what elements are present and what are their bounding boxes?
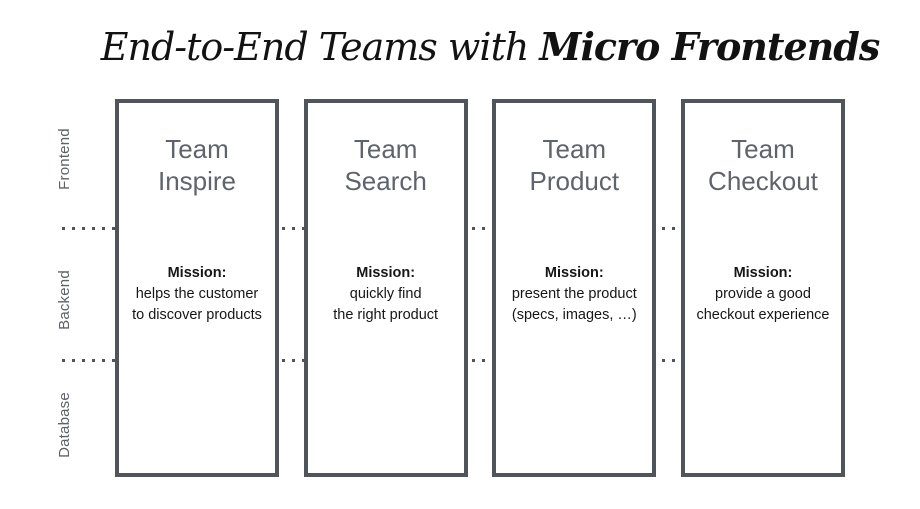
mission-label: Mission: bbox=[167, 265, 227, 281]
team-name: Team Inspire bbox=[157, 134, 237, 196]
team-name: Team Search bbox=[344, 134, 427, 196]
diagram-title-regular: End-to-End Teams with bbox=[100, 25, 540, 69]
mission-text: provide a good checkout experience bbox=[696, 286, 830, 323]
team-card-inspire: Team Inspire Mission: helps the customer… bbox=[115, 99, 279, 477]
layer-label-frontend: Frontend bbox=[56, 128, 73, 190]
mission-block: Mission: helps the customer to discover … bbox=[119, 263, 275, 326]
diagram-title: End-to-End Teams with Micro Frontends bbox=[60, 24, 920, 69]
mission-text: helps the customer to discover products bbox=[132, 286, 262, 323]
team-name: Team Product bbox=[529, 134, 620, 196]
mission-block: Mission: present the product (specs, ima… bbox=[496, 263, 652, 326]
diagram-title-emphasis: Micro Frontends bbox=[539, 24, 880, 69]
layer-label-database: Database bbox=[56, 392, 73, 458]
team-card-checkout: Team Checkout Mission: provide a good ch… bbox=[680, 99, 845, 477]
mission-label: Mission: bbox=[356, 265, 416, 281]
team-card-product: Team Product Mission: present the produc… bbox=[492, 99, 657, 477]
team-name: Team Checkout bbox=[708, 134, 818, 196]
team-cards-row: Team Inspire Mission: helps the customer… bbox=[115, 99, 845, 477]
mission-label: Mission: bbox=[733, 265, 793, 281]
mission-block: Mission: provide a good checkout experie… bbox=[685, 263, 841, 326]
team-card-search: Team Search Mission: quickly find the ri… bbox=[303, 99, 468, 477]
mission-text: quickly find the right product bbox=[333, 286, 439, 323]
mission-block: Mission: quickly find the right product bbox=[308, 263, 464, 326]
mission-label: Mission: bbox=[544, 265, 604, 281]
mission-text: present the product (specs, images, …) bbox=[511, 286, 637, 323]
